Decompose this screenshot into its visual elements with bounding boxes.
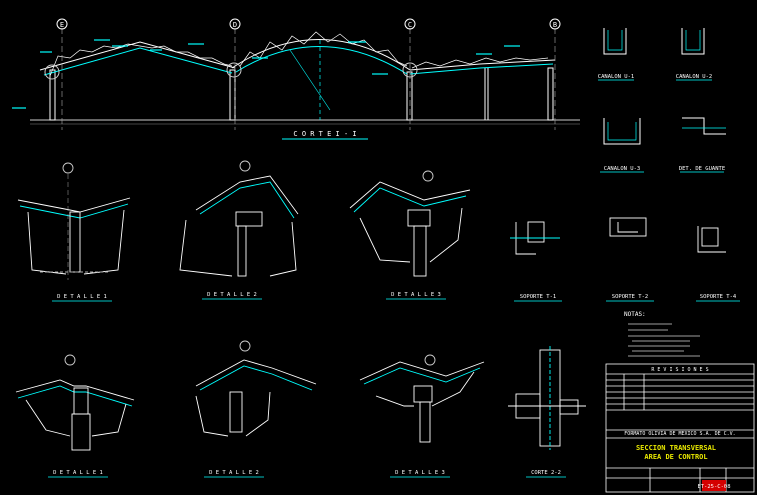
details-row-1 — [17, 160, 726, 280]
sheet-code-box — [702, 480, 726, 491]
corte-2-2-title: CORTE 2-2 — [531, 470, 561, 476]
support-t1-title: SOPORTE T-1 — [520, 294, 556, 300]
grid-bubble-c: C — [408, 21, 412, 29]
drawing-title-line1: SECCION TRANSVERSAL — [636, 444, 716, 452]
notes-title: NOTAS: — [624, 311, 646, 318]
roof-arch-center — [231, 31, 411, 120]
grid-bubble-b: B — [553, 21, 557, 29]
detail-1-title: D E T A L L E 1 — [57, 294, 107, 300]
main-section — [30, 28, 580, 130]
gutter-label-u3: CANALON U-3 — [604, 166, 640, 172]
annotation-marks — [12, 39, 520, 109]
detail-1b-title: D E T A L L E 1 — [53, 470, 103, 476]
notes-lines — [628, 323, 700, 357]
sheet-code: ET-25-C-08 — [697, 484, 730, 490]
drawing-title-line2: AREA DE CONTROL — [644, 453, 707, 461]
roof-flat-right — [409, 57, 556, 75]
detail-3b-title: D E T A L L E 3 — [395, 470, 445, 476]
columns — [49, 67, 554, 121]
grid-bubble-d: D — [233, 21, 237, 29]
main-section-title: C O R T E I - I — [293, 130, 356, 138]
detail-2-title: D E T A L L E 2 — [207, 292, 257, 298]
gutter-label-u2: CANALON U-2 — [676, 74, 712, 80]
gutter-label-det: DET. DE GUANTE — [679, 166, 725, 172]
roof-gable-left — [39, 41, 236, 77]
detail-3-title: D E T A L L E 3 — [391, 292, 441, 298]
details-row-2 — [15, 340, 586, 451]
title-block-header: R E V I S I O N E S — [651, 367, 708, 373]
support-t2-title: SOPORTE T-2 — [612, 294, 648, 300]
support-t4-title: SOPORTE T-4 — [700, 294, 737, 300]
gutter-label-u1: CANALON U-1 — [598, 74, 634, 80]
title-block-company: FORMATO OLIVIA DE MEXICO S.A. DE C.V. — [624, 431, 735, 437]
gutter-sections — [603, 28, 726, 145]
detail-2b-title: D E T A L L E 2 — [209, 470, 259, 476]
title-block — [605, 363, 755, 493]
grid-bubble-e: E — [60, 21, 64, 29]
grid-bubbles: E D C B — [56, 18, 561, 30]
